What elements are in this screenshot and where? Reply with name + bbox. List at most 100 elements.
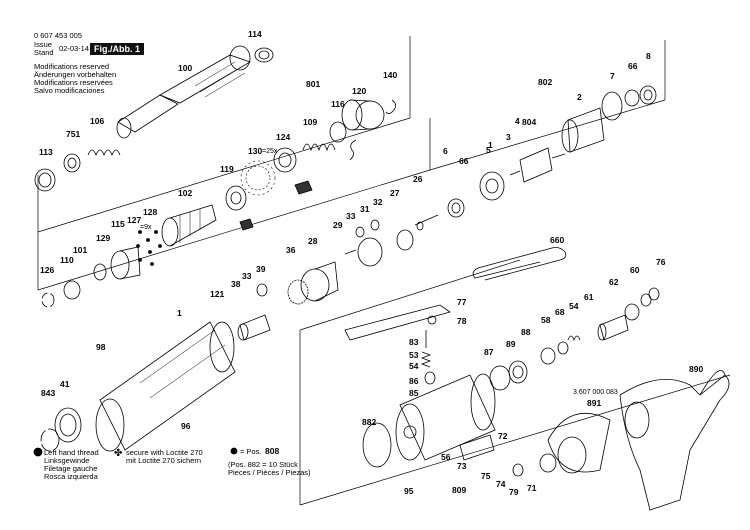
part-891-housing (547, 413, 611, 474)
part-label: 126 (40, 265, 55, 275)
item-3607-label: 3 607 000 083 (573, 389, 618, 396)
part-label: 116 (331, 99, 345, 109)
part-7-rotor-cap (601, 91, 623, 121)
part-124-ring (273, 147, 297, 173)
part-126-clip (41, 292, 55, 308)
part-label: 751 (66, 129, 81, 139)
part-label: 110 (60, 255, 74, 265)
part-128-balls (136, 230, 162, 266)
part-119-washer (225, 185, 247, 211)
part-4-rotor (509, 147, 566, 183)
part-660-hanger (472, 247, 567, 281)
part-label: 86 (409, 376, 419, 386)
part-spring-clip (349, 139, 357, 161)
part-66-bearing (624, 89, 640, 107)
left-thread-en: Left hand thread (44, 448, 99, 457)
part-label: 28 (308, 236, 318, 246)
part-label: 7 (610, 71, 615, 81)
part-block (294, 180, 313, 195)
panel-lines (37, 36, 731, 506)
part-label: 39 (256, 264, 266, 274)
part-label: 56 (441, 452, 451, 462)
part-label: 61 (584, 292, 594, 302)
part-label: 129 (96, 233, 111, 243)
part-label: 4 (515, 116, 520, 126)
part-label: 3 (506, 132, 511, 142)
part-label: 68 (555, 307, 565, 317)
part-label: 27 (390, 188, 400, 198)
issue-label: Issue (34, 40, 52, 49)
part-79-nut (512, 463, 524, 477)
modification-note-es: Salvo modificaciones (34, 86, 105, 95)
part-label: 83 (409, 337, 419, 347)
part-100-housing (116, 45, 251, 139)
part-68-spring (567, 335, 581, 342)
part-121-shaft (237, 314, 271, 341)
loctite-note-en: secure with Loctite 270 (126, 448, 203, 457)
part-label: 882 (362, 417, 377, 427)
doc-number: 0 607 453 005 (34, 31, 82, 40)
part-label: 32 (373, 197, 383, 207)
part-label: 73 (457, 461, 467, 471)
part-label: 79 (509, 487, 519, 497)
part-label: 809 (452, 485, 467, 495)
part-58-ring (557, 341, 569, 355)
part-2-cylinder (561, 107, 605, 153)
part-label: 85 (409, 388, 419, 398)
part-label: 53 (409, 350, 419, 360)
part-109-spring (302, 143, 336, 152)
part-33-gear (355, 226, 365, 238)
part-71-knob (539, 453, 557, 473)
part-label: 120 (352, 86, 367, 96)
modification-note-en: Modifications reserved (34, 62, 110, 71)
part-39-gear (256, 283, 268, 297)
left-thread-de: Linksgewinde (44, 456, 90, 465)
part-label: 95 (404, 486, 414, 496)
part-label: 62 (609, 277, 619, 287)
modification-note-fr: Modifications reservées (34, 78, 113, 87)
part-label: 102 (178, 188, 193, 198)
part-label: 54 (409, 361, 419, 371)
part-label: 891 (587, 398, 602, 408)
part-label: 60 (630, 265, 640, 275)
part-8-cap (639, 85, 657, 105)
part-86-valve (424, 371, 436, 385)
part-label: 78 (457, 316, 467, 326)
svg-text:✤: ✤ (114, 448, 122, 459)
part-label: 101 (73, 245, 88, 255)
part-label: 66 (459, 156, 469, 166)
part-label: 33 (346, 211, 356, 221)
part-label: 36 (286, 245, 296, 255)
part-label: 66 (628, 61, 638, 71)
part-62-nut (624, 303, 640, 321)
part-26-shaft (414, 214, 439, 231)
part-label: 119 (220, 164, 234, 174)
part-label: 71 (527, 483, 537, 493)
part-5-plate (479, 171, 505, 201)
part-101-clutch (93, 246, 141, 281)
part-61-inlet (597, 314, 629, 341)
part-28-carrier (287, 261, 339, 305)
part-label: 1 (177, 308, 182, 318)
pieces-note-1: (Pos. 882 = 10 Stück (228, 460, 298, 469)
part-label: 96 (181, 421, 191, 431)
part-label: 109 (303, 117, 318, 127)
part-label: 8 (646, 51, 651, 61)
part-label: 128 (143, 207, 158, 217)
part-label: 87 (484, 347, 494, 357)
pos-label: = Pos. (240, 447, 262, 456)
left-thread-es: Rosca izquierda (44, 472, 98, 481)
part-31-gear (370, 219, 380, 231)
part-label: 124 (276, 132, 291, 142)
part-843-clip (40, 428, 60, 452)
modification-note-de: Änderungen vorbehalten (34, 70, 117, 79)
part-label: 843 (41, 388, 56, 398)
part-label: 2 (577, 92, 582, 102)
part-label: 802 (538, 77, 553, 87)
part-89-ring (508, 360, 528, 384)
issue-date: 02-03-14 (59, 44, 90, 53)
part-29-planet (344, 237, 383, 267)
pos-value: 808 (265, 446, 280, 456)
part-label: 121 (210, 289, 225, 299)
